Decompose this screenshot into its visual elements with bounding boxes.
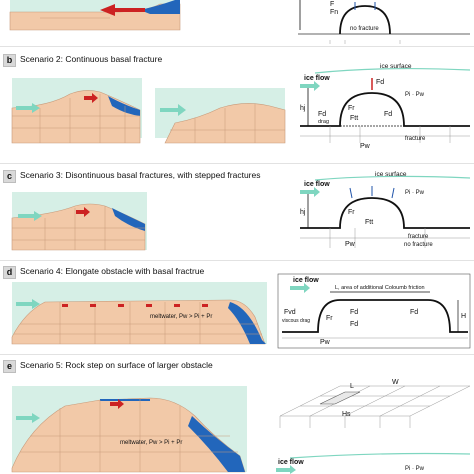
label-ice-surface: ice surface <box>375 171 407 178</box>
scenario-letter: d <box>3 266 16 279</box>
scenario-c-figure: ice surface ice flow hj Pi · Pw Fr Ftt P… <box>11 171 471 251</box>
label-l-area: L, area of additional Coloumb friction <box>335 285 425 291</box>
label-fr: Fr <box>326 315 333 322</box>
label-meltwater: meltwater, Pw > Pi + Pr <box>120 440 182 446</box>
divider <box>0 354 474 355</box>
scenario-a-partial-figure: F Fn no fracture <box>9 0 470 44</box>
label-fracture: fracture <box>405 136 426 142</box>
scenario-d-figure: meltwater, Pw > Pi + Pr ice flow L, area… <box>11 273 471 349</box>
label-no-fracture: no fracture <box>350 26 379 32</box>
label-no-fracture: no fracture <box>404 242 433 248</box>
label-hs: Hs <box>342 411 351 418</box>
label-fvd-note: viscous drag <box>282 318 310 324</box>
label-fd: Fd <box>376 79 384 86</box>
label-drag: drag <box>318 119 329 125</box>
flow-arrow <box>16 103 40 113</box>
label-l: L <box>350 383 354 390</box>
scenario-title: Scenario 3: Disontinuous basal fractures… <box>20 170 261 180</box>
label-h: H <box>461 313 466 320</box>
divider <box>0 46 474 47</box>
label-ice-flow: ice flow <box>278 459 304 466</box>
scenario-title: Scenario 2: Continuous basal fracture <box>20 54 163 64</box>
label-ice-flow: ice flow <box>304 75 330 82</box>
label-hj: hj <box>300 105 306 112</box>
label-fd-1: Fd <box>350 309 358 316</box>
label-hj: hj <box>300 209 306 216</box>
label-ice-flow: ice flow <box>304 181 330 188</box>
label-pw: Pw <box>345 241 356 248</box>
label-ftt: Ftt <box>365 219 373 226</box>
label-ftt: Ftt <box>350 115 358 122</box>
scenario-e: e Scenario 5: Rock step on surface of la… <box>0 356 474 474</box>
divider <box>0 163 474 164</box>
label-fr: Fr <box>348 105 355 112</box>
scenario-letter: b <box>3 54 16 67</box>
label-ice-surface: ice surface <box>380 63 412 70</box>
label-ice-flow: ice flow <box>293 277 319 284</box>
label-fd-3: Fd <box>350 321 358 328</box>
obstacle-outline <box>339 5 391 35</box>
block-grid <box>279 385 471 428</box>
scenario-title: Scenario 5: Rock step on surface of larg… <box>20 360 213 370</box>
label-meltwater: meltwater, Pw > Pi + Pr <box>150 314 212 320</box>
scenario-b: b Scenario 2: Continuous basal fracture … <box>0 48 474 162</box>
red-force-arrow <box>100 4 145 16</box>
label-fracture: fracture <box>408 234 429 240</box>
scenario-a-partial: F Fn no fracture <box>0 0 474 44</box>
scenario-b-figure: ice surface ice flow hj Fd Fd drag Fr Ft… <box>11 63 471 150</box>
label-pw: Pw <box>360 143 371 150</box>
label-fd-drag: Fd <box>318 111 326 118</box>
label-fvd: Fvd <box>284 309 296 316</box>
scenario-c: c Scenario 3: Disontinuous basal fractur… <box>0 166 474 258</box>
scenario-e-figure: meltwater, Pw > Pi + Pr L W Hs ice flow … <box>11 379 471 474</box>
label-fn: Fn <box>330 9 338 16</box>
label-fd-right: Fd <box>384 111 392 118</box>
label-fd-2: Fd <box>410 309 418 316</box>
scenario-letter: e <box>3 360 16 373</box>
scenario-letter: c <box>3 170 16 183</box>
divider <box>0 260 474 261</box>
scenario-d: d Scenario 4: Elongate obstacle with bas… <box>0 262 474 352</box>
label-f: F <box>330 1 334 8</box>
meltwater-blue <box>140 0 180 14</box>
label-pw: Pw <box>320 339 331 346</box>
label-pi-pw: Pi · Pw <box>405 190 425 196</box>
label-w: W <box>392 379 399 386</box>
label-pi-pw: Pi · Pw <box>405 92 425 98</box>
label-pi-pw: Pi · Pw <box>405 466 425 472</box>
scenario-title: Scenario 4: Elongate obstacle with basal… <box>20 266 205 276</box>
label-fr: Fr <box>348 209 355 216</box>
